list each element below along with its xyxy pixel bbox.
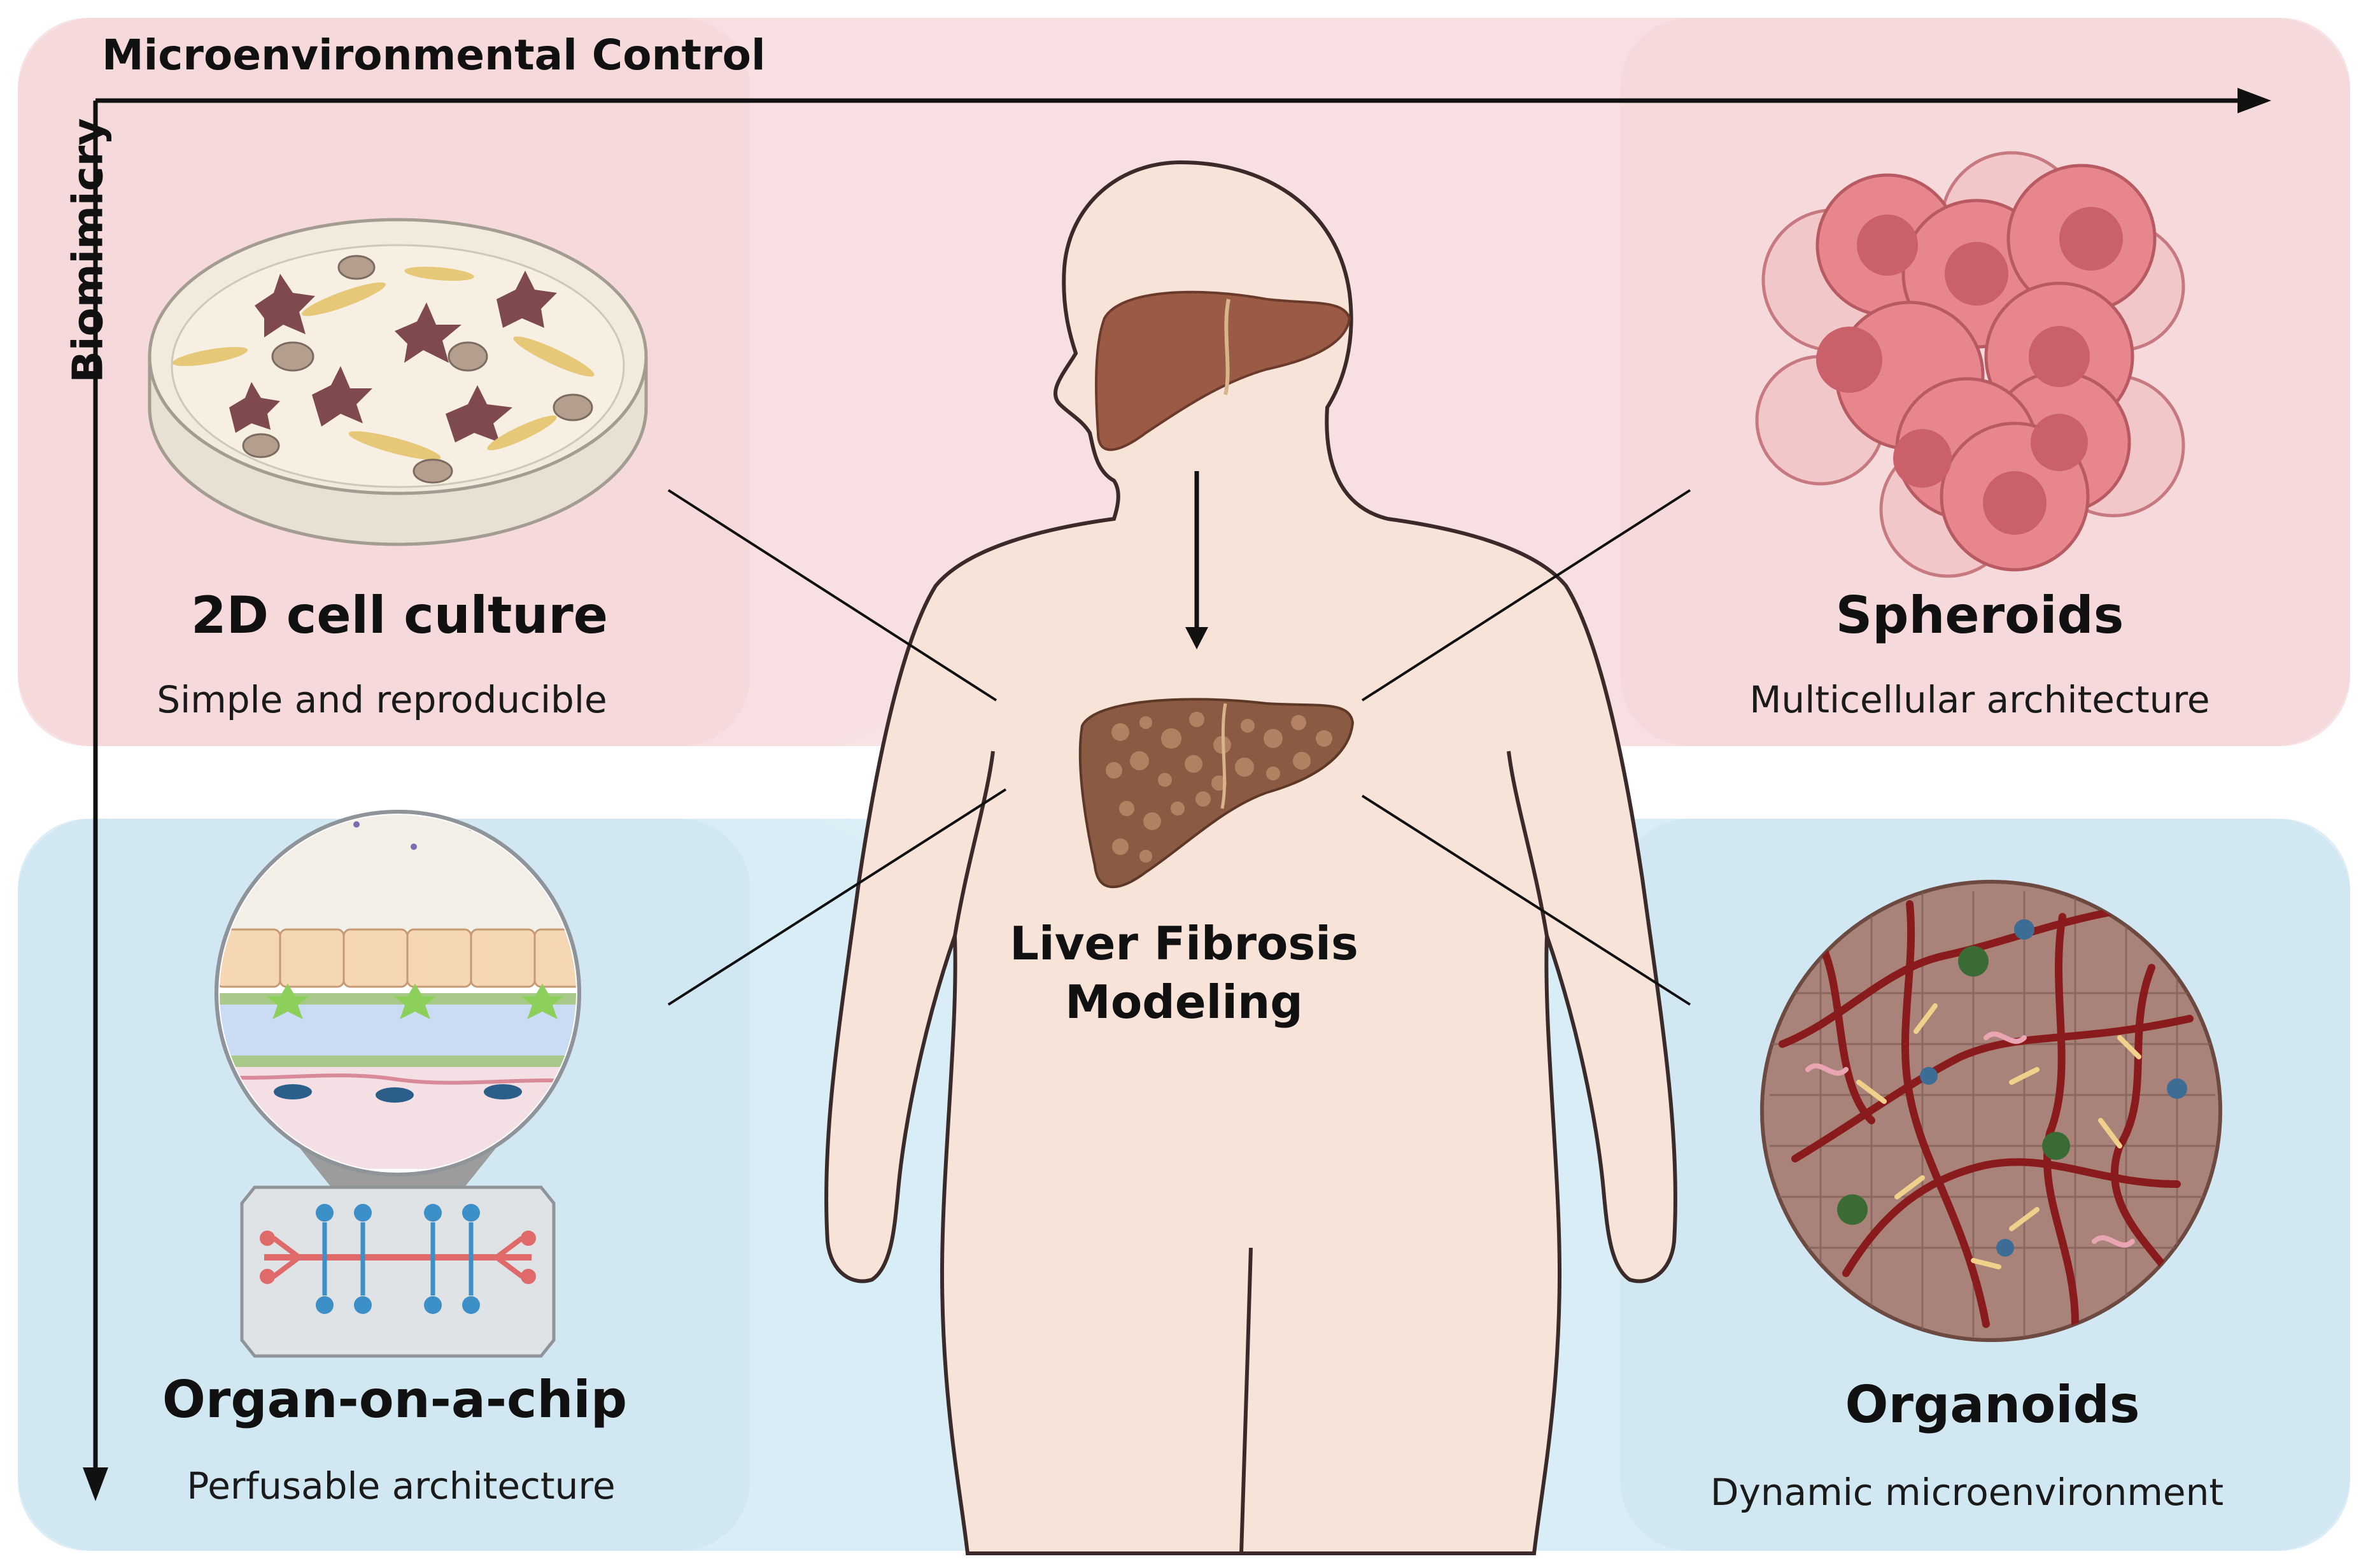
panel-bottom-left-title: Organ-on-a-chip (162, 1370, 628, 1429)
fibrotic-nodules (1106, 712, 1332, 863)
panel-bottom-right-title: Organoids (1845, 1375, 2140, 1434)
healthy-liver-icon (1095, 290, 1351, 451)
panel-top-right-subtitle: Multicellular architecture (1749, 678, 2210, 721)
panel-bottom-left-subtitle: Perfusable architecture (187, 1464, 616, 1508)
connector-bottom-left (667, 788, 1007, 1006)
organ-on-a-chip-icon (215, 810, 581, 1358)
fibrotic-liver-icon (1078, 698, 1355, 889)
center-title-line1: Liver Fibrosis (1010, 917, 1358, 970)
connector-top-right (1361, 489, 1691, 702)
x-axis-label: Microenvironmental Control (102, 31, 766, 80)
center-title-line2: Modeling (1065, 975, 1303, 1029)
panel-top-right-title: Spheroids (1835, 586, 2124, 645)
y-axis-arrow (83, 1467, 108, 1501)
connector-top-left (667, 489, 997, 702)
panel-top-left-subtitle: Simple and reproducible (157, 678, 607, 721)
human-body-outline (824, 160, 1677, 1555)
panel-top-left-title: 2D cell culture (191, 586, 608, 645)
connector-bottom-right (1361, 795, 1691, 1006)
y-axis-label: Biomimicry (63, 118, 113, 383)
organoid-icon (1760, 880, 2222, 1342)
x-axis-arrow (2238, 88, 2271, 113)
petri-dish-icon (148, 218, 648, 546)
spheroid-icon (1755, 151, 2185, 578)
panel-bottom-right-subtitle: Dynamic microenvironment (1710, 1471, 2224, 1514)
